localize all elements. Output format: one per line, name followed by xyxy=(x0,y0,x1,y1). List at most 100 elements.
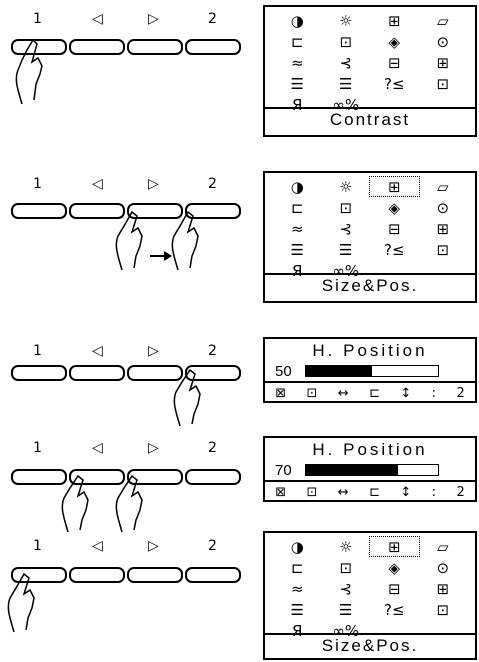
help-icon[interactable]: ?≤ xyxy=(370,74,419,93)
v-size-icon[interactable]: ⊏ xyxy=(369,485,380,500)
menu1-key-label: 1 xyxy=(33,538,42,554)
menu2-button[interactable] xyxy=(186,470,240,484)
adjust-value: 70 xyxy=(275,462,305,479)
convergence-icon[interactable]: ⊰ xyxy=(322,53,371,72)
v-position-icon[interactable]: ↕ xyxy=(400,386,411,401)
left-button[interactable] xyxy=(70,366,124,380)
brightness-icon[interactable]: ☼ xyxy=(322,537,371,556)
display-icon[interactable]: ⊏ xyxy=(273,32,322,51)
size-position-icon[interactable]: ⊞ xyxy=(370,177,419,196)
separator-text: : xyxy=(432,485,436,500)
brightness-icon[interactable]: ☼ xyxy=(322,11,371,30)
display-icon[interactable]: ⊏ xyxy=(273,198,322,217)
menu2-button[interactable] xyxy=(186,568,240,582)
osd-menu-panel: ◑ ☼ ⊞ ▱ ⊏ ⊡ ◈ ⊙ ≈ ⊰ ⊟ ⊞ ☰ ☰ ?≤ ⊡ Я ∞% Co… xyxy=(263,5,477,137)
submenu-select-icon[interactable]: ⊠ xyxy=(275,485,286,500)
geometry-icon[interactable]: ▱ xyxy=(419,11,468,30)
menu1-button[interactable] xyxy=(12,204,66,218)
key-row-4: 1 ◁ ▷ 2 xyxy=(12,440,240,532)
menu1-button[interactable] xyxy=(12,366,66,380)
recall-icon[interactable]: ⊙ xyxy=(419,198,468,217)
menu2-key-label: 2 xyxy=(208,440,217,456)
convergence-icon[interactable]: ⊰ xyxy=(322,219,371,238)
h-size-icon[interactable]: ⊡ xyxy=(306,485,317,500)
convergence-icon[interactable]: ⊰ xyxy=(322,579,371,598)
right-button[interactable] xyxy=(128,366,182,380)
submenu-select-icon[interactable]: ⊠ xyxy=(275,386,286,401)
level-fill xyxy=(306,465,398,475)
osd-menu-panel: ◑ ☼ ⊞ ▱ ⊏ ⊡ ◈ ⊙ ≈ ⊰ ⊟ ⊞ ☰ ☰ ?≤ ⊡ Я ∞% Si… xyxy=(263,531,477,660)
osd-position-icon[interactable]: ⊡ xyxy=(419,240,468,259)
rotation-icon[interactable]: ⊡ xyxy=(322,558,371,577)
left-key-label: ◁ xyxy=(92,440,103,456)
v-convergence-icon[interactable]: ⊞ xyxy=(419,219,468,238)
brightness-icon[interactable]: ☼ xyxy=(322,177,371,196)
h-size-icon[interactable]: ⊡ xyxy=(306,386,317,401)
level-bar[interactable] xyxy=(305,464,439,476)
contrast-icon[interactable]: ◑ xyxy=(273,537,322,556)
menu-icon-grid: ◑ ☼ ⊞ ▱ ⊏ ⊡ ◈ ⊙ ≈ ⊰ ⊟ ⊞ ☰ ☰ ?≤ ⊡ Я ∞% xyxy=(265,173,475,273)
left-button[interactable] xyxy=(70,568,124,582)
v-position-icon[interactable]: ↕ xyxy=(400,485,411,500)
menu2-key-label: 2 xyxy=(208,538,217,554)
recall-icon[interactable]: ⊙ xyxy=(419,558,468,577)
shape-icon[interactable]: ◈ xyxy=(370,558,419,577)
key-row-3: 1 ◁ ▷ 2 xyxy=(12,343,240,426)
left-button[interactable] xyxy=(70,40,124,54)
v-size-icon[interactable]: ⊏ xyxy=(369,386,380,401)
display-icon[interactable]: ⊏ xyxy=(273,558,322,577)
geometry-icon[interactable]: ▱ xyxy=(419,177,468,196)
level-fill xyxy=(306,366,372,376)
moire-icon[interactable]: ≈ xyxy=(273,219,322,238)
help-icon[interactable]: ?≤ xyxy=(370,600,419,619)
right-button[interactable] xyxy=(128,40,182,54)
v-convergence-icon[interactable]: ⊞ xyxy=(419,579,468,598)
rotation-icon[interactable]: ⊡ xyxy=(322,198,371,217)
osd-position-icon[interactable]: ⊡ xyxy=(419,600,468,619)
h-position-icon[interactable]: ↔ xyxy=(338,386,349,401)
menu2-button[interactable] xyxy=(186,40,240,54)
geometry-icon[interactable]: ▱ xyxy=(419,537,468,556)
v-convergence-icon[interactable]: ⊞ xyxy=(419,53,468,72)
right-button[interactable] xyxy=(128,568,182,582)
moire-icon[interactable]: ≈ xyxy=(273,579,322,598)
color-icon[interactable]: ☰ xyxy=(273,600,322,619)
menu1-key-label: 1 xyxy=(33,440,42,456)
left-button[interactable] xyxy=(70,204,124,218)
value-row: 70 xyxy=(265,460,475,480)
size-position-icon[interactable]: ⊞ xyxy=(370,11,419,30)
menu2-button[interactable] xyxy=(186,204,240,218)
right-key-label: ▷ xyxy=(148,343,159,359)
degauss-icon[interactable]: Я xyxy=(273,261,322,280)
color-icon[interactable]: ☰ xyxy=(273,74,322,93)
size-position-icon[interactable]: ⊞ xyxy=(370,537,419,556)
level-bar[interactable] xyxy=(305,365,439,377)
contrast-icon[interactable]: ◑ xyxy=(273,177,322,196)
language-icon[interactable]: ☰ xyxy=(322,600,371,619)
menu1-button[interactable] xyxy=(12,470,66,484)
shape-icon[interactable]: ◈ xyxy=(370,32,419,51)
h-convergence-icon[interactable]: ⊟ xyxy=(370,579,419,598)
help-icon[interactable]: ?≤ xyxy=(370,240,419,259)
contrast-icon[interactable]: ◑ xyxy=(273,11,322,30)
h-convergence-icon[interactable]: ⊟ xyxy=(370,219,419,238)
menu1-button[interactable] xyxy=(12,40,66,54)
menu2-key-label: 2 xyxy=(208,343,217,359)
degauss-icon[interactable]: Я xyxy=(273,621,322,640)
language-icon[interactable]: ☰ xyxy=(322,74,371,93)
left-key-label: ◁ xyxy=(92,343,103,359)
recall-icon[interactable]: ⊙ xyxy=(419,32,468,51)
language-icon[interactable]: ☰ xyxy=(322,240,371,259)
osd-menu-panel: ◑ ☼ ⊞ ▱ ⊏ ⊡ ◈ ⊙ ≈ ⊰ ⊟ ⊞ ☰ ☰ ?≤ ⊡ Я ∞% Si… xyxy=(263,171,477,303)
menu2-hint-icon: 2 xyxy=(456,485,464,500)
degauss-icon[interactable]: Я xyxy=(273,95,322,114)
moire-icon[interactable]: ≈ xyxy=(273,53,322,72)
rotation-icon[interactable]: ⊡ xyxy=(322,32,371,51)
osd-position-icon[interactable]: ⊡ xyxy=(419,74,468,93)
h-position-icon[interactable]: ↔ xyxy=(338,485,349,500)
h-convergence-icon[interactable]: ⊟ xyxy=(370,53,419,72)
pressing-hand-icon xyxy=(116,212,142,270)
pressing-hand-icon xyxy=(172,212,198,270)
shape-icon[interactable]: ◈ xyxy=(370,198,419,217)
color-icon[interactable]: ☰ xyxy=(273,240,322,259)
